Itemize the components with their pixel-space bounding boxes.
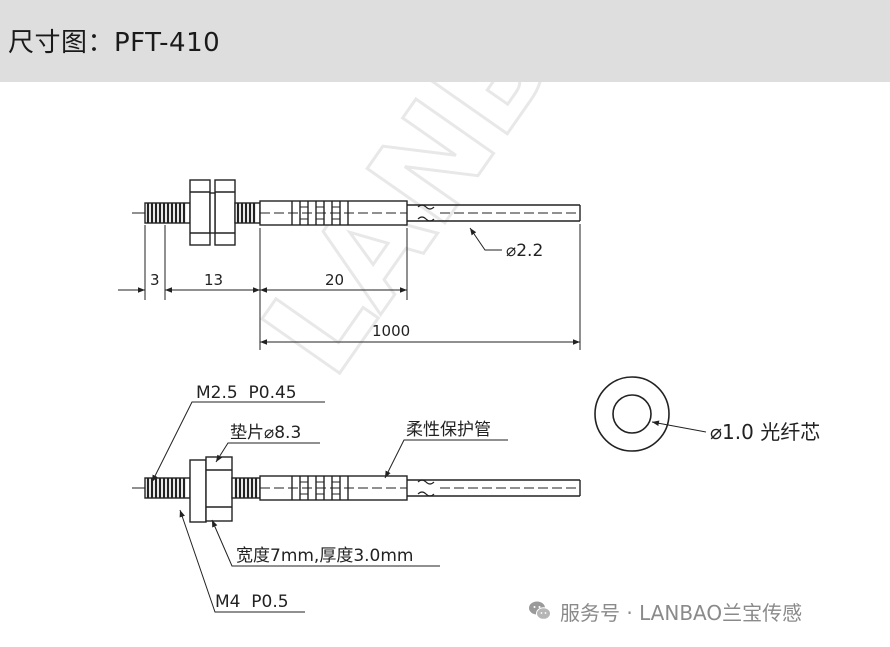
dim-nut-section: 13 [204, 271, 223, 289]
top-sensor [132, 179, 581, 246]
callout-nut-size: 宽度7mm,厚度3.0mm [236, 546, 414, 566]
top-dimensions [118, 224, 581, 350]
dim-thread-length: 3 [150, 271, 160, 289]
page-title: 尺寸图：PFT-410 [8, 28, 221, 58]
bottom-callouts [151, 401, 707, 613]
dim-cable-diameter: ⌀2.2 [506, 241, 543, 261]
bottom-sensor [132, 456, 581, 523]
callout-fiber-core: ⌀1.0 光纤芯 [710, 420, 820, 444]
dim-total-length: 1000 [372, 322, 410, 340]
callout-washer: 垫片⌀8.3 [230, 423, 301, 443]
footer-text: 服务号 · LANBAO兰宝传感 [560, 600, 803, 625]
fiber-cross-section [594, 376, 670, 452]
dim-sleeve-length: 20 [325, 271, 344, 289]
callout-thread-m25: M2.5 P0.45 [196, 383, 297, 403]
callout-flexible-tube: 柔性保护管 [406, 420, 491, 440]
callout-thread-m4: M4 P0.5 [215, 592, 289, 612]
dimension-drawing: LANBAO [118, 82, 820, 613]
title-bar: 尺寸图：PFT-410 [0, 0, 890, 82]
footer-watermark: 服务号 · LANBAO兰宝传感 [528, 596, 802, 626]
watermark-text: LANBAO [234, 82, 704, 401]
wechat-icon [529, 601, 551, 620]
